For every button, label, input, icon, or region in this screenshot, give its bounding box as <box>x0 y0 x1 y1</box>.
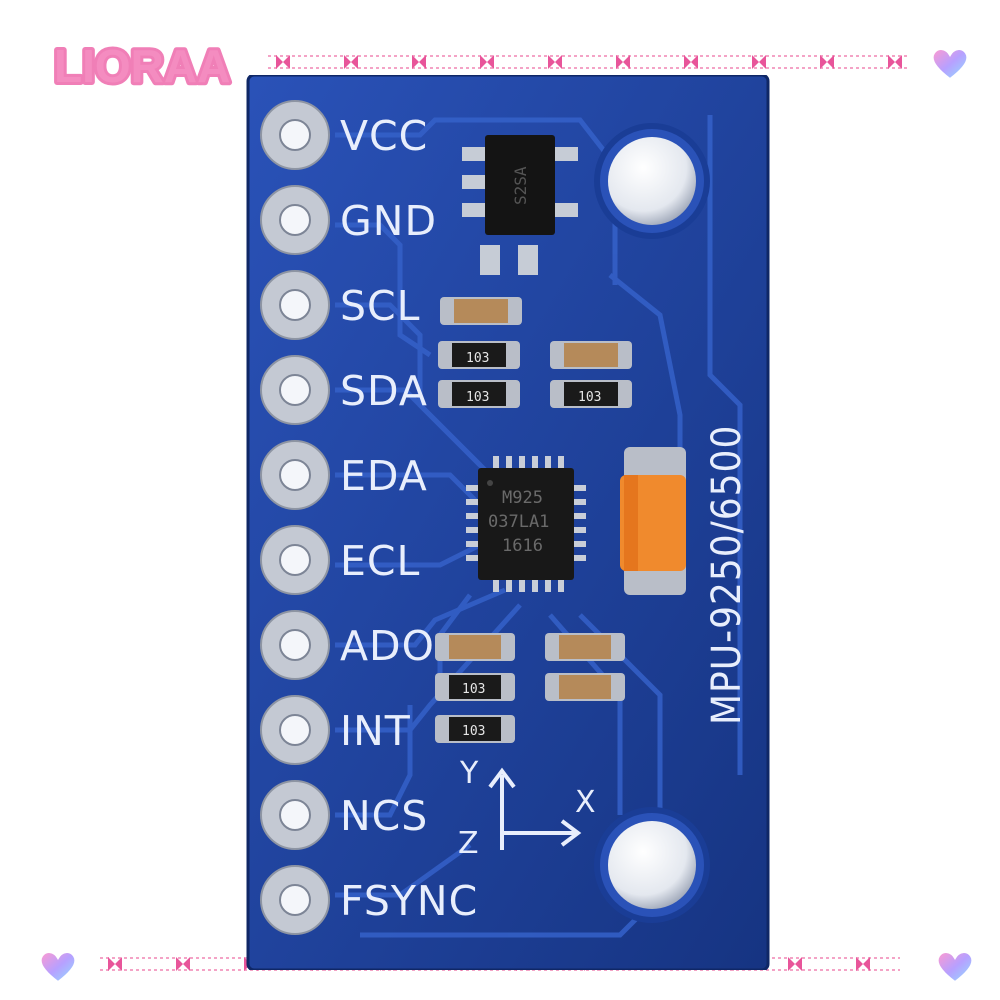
resistor-code: 103 <box>578 390 601 405</box>
regulator-chip: S2SA <box>462 135 578 275</box>
chip-line-3: 1616 <box>502 536 543 556</box>
brand-name-outline: LIORAA <box>54 40 230 92</box>
resistor-code: 103 <box>466 390 489 405</box>
resistor-code: 103 <box>462 682 485 697</box>
heart-icon <box>936 951 974 984</box>
pcb-board: S2SA 103 103 103 103 103 <box>240 75 780 970</box>
pin-label: ECL <box>340 537 421 585</box>
pin-pad <box>260 355 330 425</box>
heart-icon <box>931 48 969 81</box>
pin-label: GND <box>340 197 438 245</box>
pin-label: FSYNC <box>340 877 479 925</box>
pin-pad <box>260 185 330 255</box>
bow-icon <box>788 957 802 971</box>
pin-pad <box>260 270 330 340</box>
bow-icon <box>276 55 290 69</box>
pin-pad <box>260 780 330 850</box>
chip-line-2: 037LA1 <box>488 512 549 532</box>
sensor-chip: M925 037LA1 1616 <box>466 456 586 592</box>
heart-icon <box>39 951 77 984</box>
pin-label: SCL <box>340 282 421 330</box>
bow-icon <box>108 957 122 971</box>
brand-logo: LIORAA LIORAA <box>51 37 233 95</box>
tantalum-capacitor <box>620 447 686 595</box>
resistor-code: 103 <box>462 724 485 739</box>
brand-name: LIORAA <box>54 40 230 92</box>
axis-marking <box>488 767 582 850</box>
resistor-code: 103 <box>466 351 489 366</box>
axis-x-label: X <box>575 785 596 820</box>
pin-pad <box>260 865 330 935</box>
pin-pad <box>260 100 330 170</box>
pin-label: SDA <box>340 367 428 415</box>
bow-icon <box>344 55 358 69</box>
top-ribbon <box>268 55 908 69</box>
bow-icon <box>888 55 902 69</box>
pin-pad <box>260 610 330 680</box>
bow-icon <box>548 55 562 69</box>
pin-label: EDA <box>340 452 428 500</box>
pin-pad <box>260 525 330 595</box>
bow-icon <box>412 55 426 69</box>
pin-pad <box>260 440 330 510</box>
chip-line-1: M925 <box>502 488 543 508</box>
smd-components: 103 103 103 103 103 <box>435 297 632 743</box>
pin-label: NCS <box>340 792 429 840</box>
model-label: MPU-9250/6500 <box>704 425 750 725</box>
axis-y-label: Y <box>459 756 479 791</box>
axis-z-label: Z <box>458 826 479 861</box>
pin-label: INT <box>340 707 411 755</box>
bow-icon <box>856 957 870 971</box>
pin-label: ADO <box>340 622 435 670</box>
bow-icon <box>684 55 698 69</box>
bow-icon <box>176 957 190 971</box>
pin-label: VCC <box>340 112 429 160</box>
bow-icon <box>752 55 766 69</box>
bow-icon <box>820 55 834 69</box>
regulator-code: S2SA <box>511 166 530 205</box>
pin-pad <box>260 695 330 765</box>
bow-icon <box>480 55 494 69</box>
bow-icon <box>616 55 630 69</box>
